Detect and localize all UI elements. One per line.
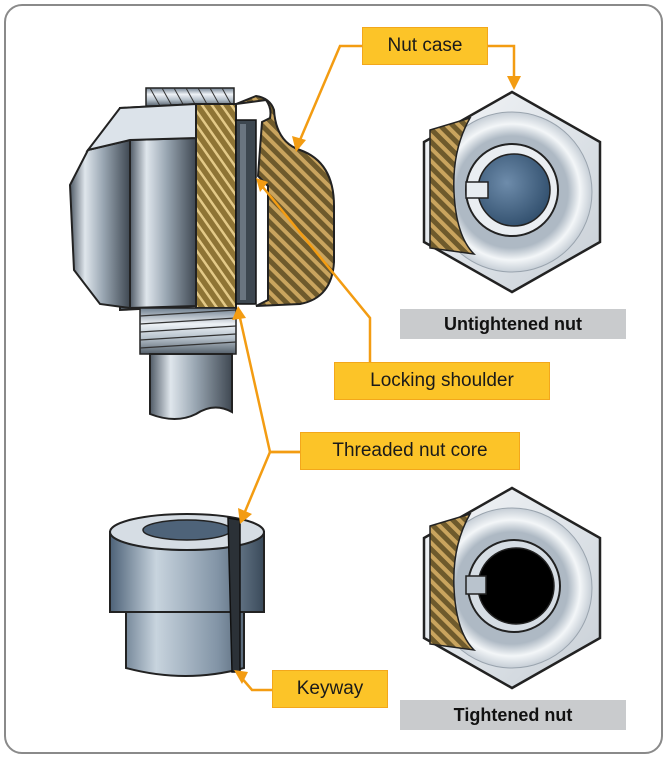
- leader-nut-case-right: [488, 44, 516, 80]
- untightened-nut-caption: Untightened nut: [400, 309, 626, 339]
- leader-locking-shoulder: [261, 185, 372, 362]
- threaded-core-section: [195, 103, 237, 309]
- tightened-nut-graphic: [422, 486, 602, 690]
- leader-nut-case-left: [298, 44, 362, 141]
- leader-lines: [238, 44, 516, 692]
- nut-case-section: [235, 94, 335, 307]
- untightened-nut-graphic: [422, 90, 602, 294]
- locking-shoulder-label: Locking shoulder: [334, 362, 550, 400]
- leader-keyway: [239, 675, 272, 692]
- tightened-bore: [477, 547, 555, 625]
- threaded-nut-core-part: [109, 513, 265, 677]
- core-bore: [142, 519, 232, 541]
- nut-hex-left-face: [68, 138, 131, 310]
- leader-core-lower: [242, 450, 300, 515]
- untightened-bore: [477, 153, 551, 227]
- threaded-nut-core-label: Threaded nut core: [300, 432, 520, 470]
- nut-case-label: Nut case: [362, 27, 488, 65]
- nut-hex-front-face: [129, 136, 197, 310]
- tightened-nut-caption: Tightened nut: [400, 700, 626, 730]
- keyway-label: Keyway: [272, 670, 388, 708]
- leader-arrowheads: [232, 76, 521, 684]
- bolt-shank: [149, 353, 233, 420]
- leader-core-upper: [238, 317, 300, 454]
- bolt-nut-cutaway: [68, 87, 335, 420]
